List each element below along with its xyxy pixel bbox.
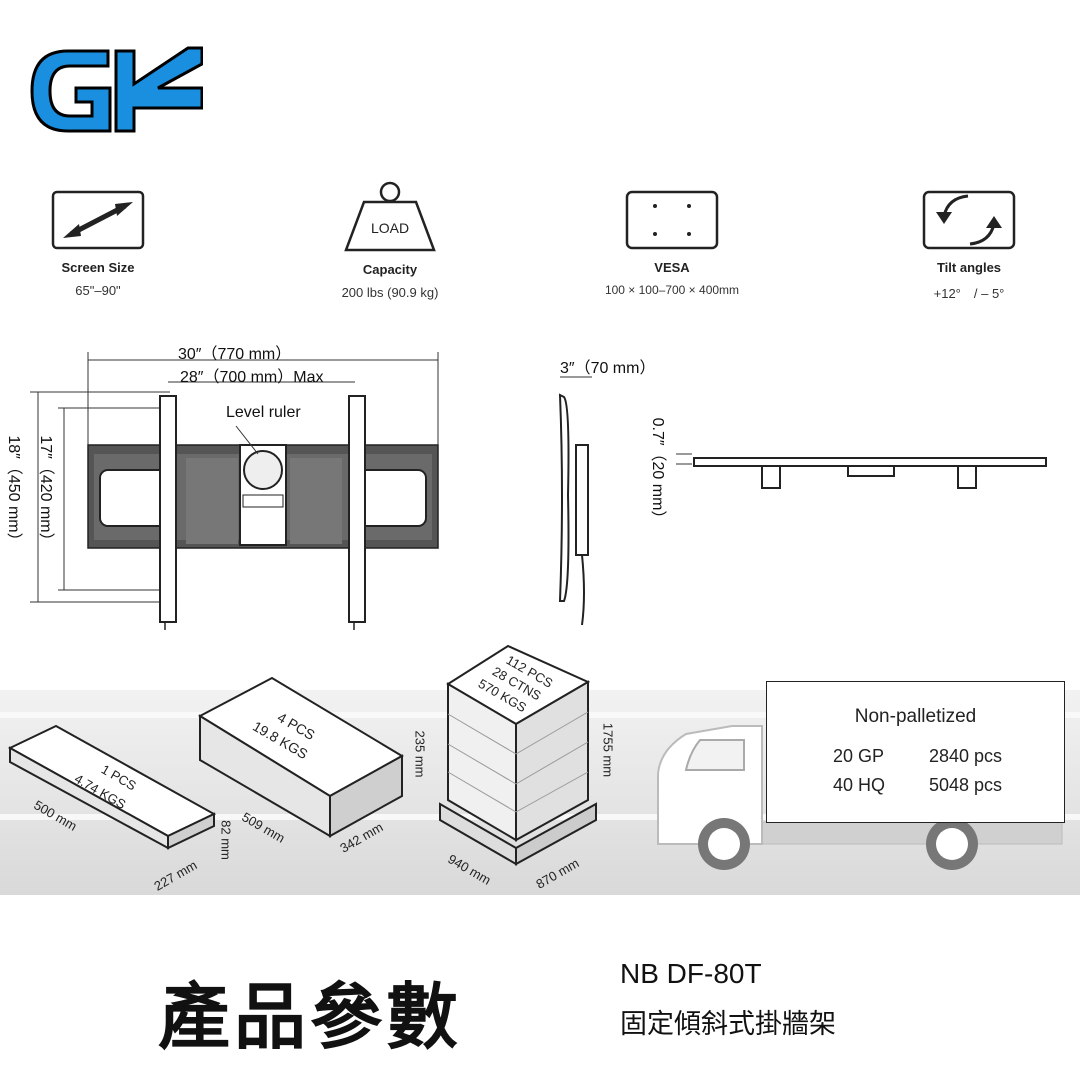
carton-drawing — [197, 676, 404, 838]
spec-value: +12° / – 5° — [933, 286, 1005, 301]
spec-value: 100 × 100–700 × 400mm — [604, 283, 740, 297]
spec-value: 200 lbs (90.9 kg) — [341, 285, 439, 300]
spec-label: VESA — [654, 260, 690, 275]
truck-icon — [657, 725, 1063, 870]
front-max-label: 28″（700 mm）Max — [180, 369, 324, 386]
spec-vesa: VESA 100 × 100–700 × 400mm — [562, 190, 782, 297]
shipping-title: Non-palletized — [854, 706, 977, 727]
model-number: NB DF-80T — [620, 958, 762, 989]
spec-label: Tilt angles — [936, 260, 1002, 275]
front-height-outer-label: 18″（450 mm） — [5, 435, 22, 549]
diagonal-arrow-icon — [51, 190, 145, 250]
spec-label: Capacity — [362, 262, 418, 277]
level-ruler-label: Level ruler — [226, 404, 301, 421]
svg-text:LOAD: LOAD — [371, 220, 409, 236]
spec-capacity: LOAD Capacity 200 lbs (90.9 kg) — [280, 180, 500, 300]
pallet-drawing — [439, 644, 597, 866]
spec-screen-size: Screen Size 65"–90" — [0, 190, 208, 298]
weight-load-icon: LOAD — [344, 181, 436, 252]
shipping-info-box: Non-palletized 20 GP 2840 pcs 40 HQ 5048… — [766, 681, 1065, 823]
vesa-pattern-icon — [625, 190, 719, 250]
brand-logo — [18, 36, 204, 141]
spec-label: Screen Size — [61, 260, 135, 275]
shipping-qty: 2840 pcs — [929, 746, 1003, 766]
product-subtitle: 固定傾斜式掛牆架 — [620, 1009, 836, 1040]
carton-height: 235 mm — [412, 730, 428, 778]
top-view-drawing — [676, 453, 1047, 489]
side-view-drawing — [558, 376, 592, 626]
front-width-label: 30″（770 mm） — [178, 346, 292, 363]
top-gap-label: 0.7″（20 mm） — [649, 417, 666, 527]
shipping-container: 20 GP — [833, 746, 885, 766]
page-title: 產品參數 — [158, 975, 463, 1059]
shipping-qty: 5048 pcs — [929, 775, 1003, 795]
spec-tilt: Tilt angles +12° / – 5° — [859, 190, 1079, 302]
side-depth-label: 3″（70 mm） — [560, 360, 656, 377]
spec-value: 65"–90" — [75, 283, 121, 298]
front-view-drawing — [30, 352, 439, 630]
single-box-drawing — [8, 724, 217, 850]
tilt-rotate-icon — [922, 190, 1016, 250]
pallet-height: 1755 mm — [600, 722, 616, 778]
shipping-container: 40 HQ — [833, 775, 886, 795]
front-height-inner-label: 17″（420 mm） — [37, 435, 54, 549]
